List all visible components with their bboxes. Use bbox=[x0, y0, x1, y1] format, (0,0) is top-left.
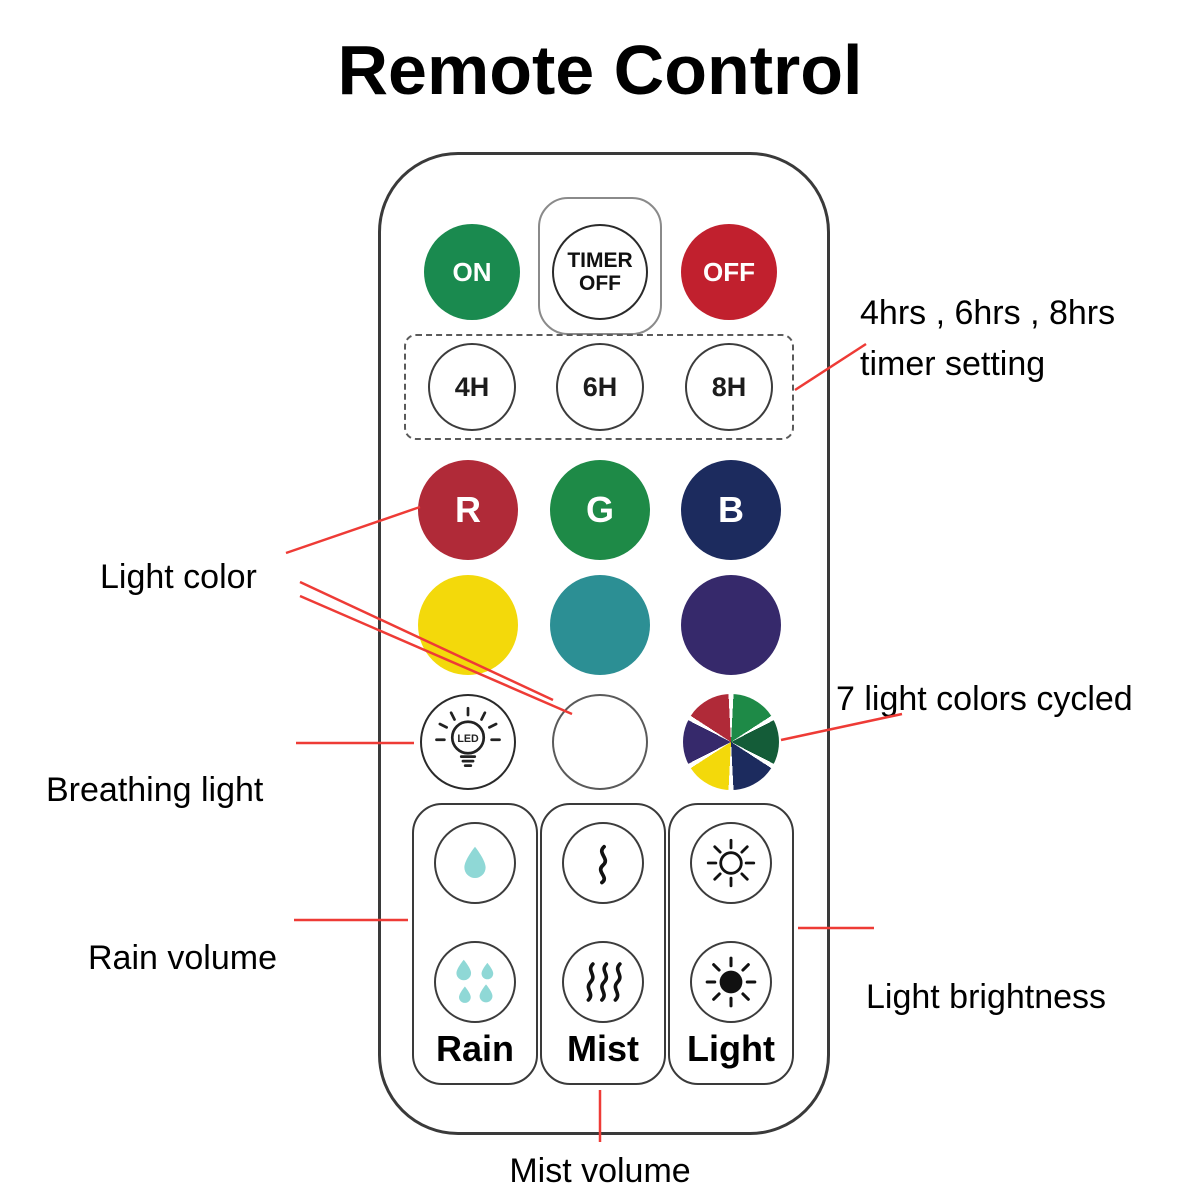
light-bright-button[interactable] bbox=[690, 941, 772, 1023]
teal-color-button[interactable] bbox=[550, 575, 650, 675]
purple-color-button[interactable] bbox=[681, 575, 781, 675]
on-button[interactable]: ON bbox=[424, 224, 520, 320]
color-cycle-button[interactable] bbox=[683, 694, 779, 790]
timer-off-button-label: TIMER OFF bbox=[567, 248, 633, 295]
annotation-breathing-light: Breathing light bbox=[46, 771, 264, 809]
breathing-light-button[interactable]: LED bbox=[420, 694, 516, 790]
timer-group-dashed-outline bbox=[404, 334, 794, 440]
off-button-label: OFF bbox=[703, 256, 755, 287]
mist-column-label: Mist bbox=[567, 1028, 639, 1069]
led-bulb-icon: LED bbox=[435, 706, 501, 767]
yellow-color-button[interactable] bbox=[418, 575, 518, 675]
mist-wave-icon bbox=[598, 844, 608, 885]
annotation-timer-line2: timer setting bbox=[860, 345, 1046, 383]
mist-high-button[interactable] bbox=[562, 941, 644, 1023]
annotation-timer: 4hrs , 6hrs , 8hrs timer setting bbox=[860, 288, 1115, 390]
rain-high-button[interactable] bbox=[434, 941, 516, 1023]
green-color-button-label: G bbox=[585, 489, 614, 530]
sun-filled-icon bbox=[705, 956, 757, 1008]
timer-off-button[interactable]: TIMER OFF bbox=[552, 224, 648, 320]
off-button[interactable]: OFF bbox=[681, 224, 777, 320]
red-color-button[interactable]: R bbox=[418, 460, 518, 560]
page-title: Remote Control bbox=[337, 31, 863, 109]
mist-waves-icon bbox=[586, 962, 622, 1002]
annotation-light-color: Light color bbox=[100, 558, 257, 596]
raindrops-icon bbox=[456, 959, 494, 1003]
timer-6h-label: 6H bbox=[582, 371, 618, 402]
timer-8h-button[interactable]: 8H bbox=[685, 343, 773, 431]
led-bulb-text: LED bbox=[457, 733, 479, 745]
rain-column-label: Rain bbox=[435, 1028, 514, 1069]
green-color-button[interactable]: G bbox=[550, 460, 650, 560]
mist-low-button[interactable] bbox=[562, 822, 644, 904]
annotation-rain-volume: Rain volume bbox=[88, 939, 277, 977]
sun-outline-icon bbox=[706, 838, 756, 888]
light-dim-button[interactable] bbox=[690, 822, 772, 904]
annotation-seven-colors: 7 light colors cycled bbox=[836, 680, 1133, 718]
timer-4h-button[interactable]: 4H bbox=[428, 343, 516, 431]
timer-6h-button[interactable]: 6H bbox=[556, 343, 644, 431]
timer-4h-label: 4H bbox=[454, 371, 490, 402]
rain-low-button[interactable] bbox=[434, 822, 516, 904]
light-column-label: Light bbox=[687, 1028, 775, 1069]
annotation-mist-volume: Mist volume bbox=[509, 1152, 691, 1190]
timer-8h-label: 8H bbox=[711, 371, 747, 402]
blue-color-button[interactable]: B bbox=[681, 460, 781, 560]
on-button-label: ON bbox=[452, 256, 492, 287]
annotation-timer-line1: 4hrs , 6hrs , 8hrs bbox=[860, 294, 1116, 332]
raindrop-icon bbox=[464, 846, 486, 878]
blue-color-button-label: B bbox=[718, 489, 744, 530]
white-light-button[interactable] bbox=[552, 694, 648, 790]
red-color-button-label: R bbox=[455, 489, 481, 530]
annotation-light-brightness: Light brightness bbox=[866, 978, 1107, 1016]
